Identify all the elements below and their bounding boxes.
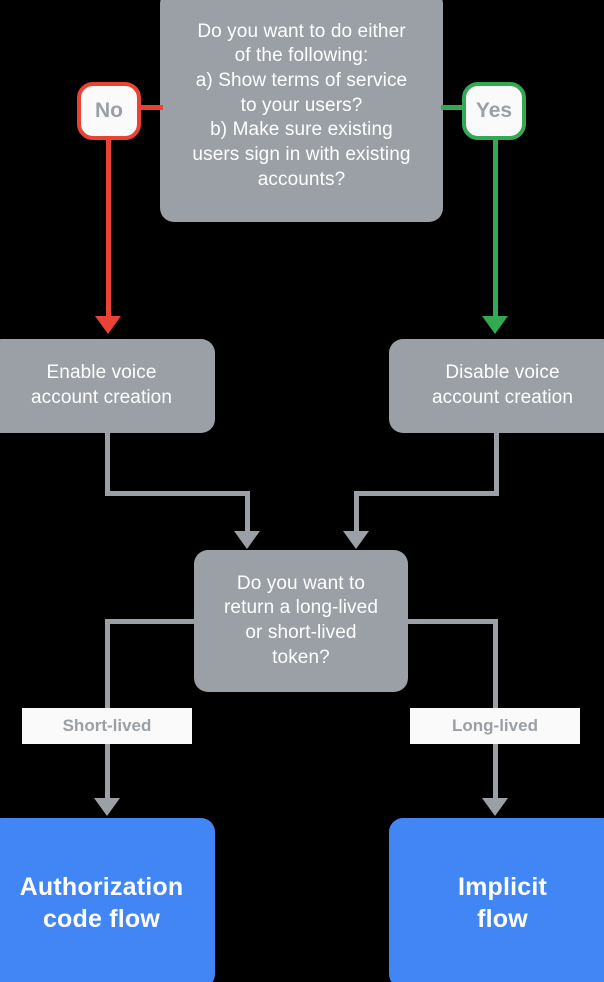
edge-merge-right-vertical <box>354 491 359 536</box>
edge-short-lived-arrowhead <box>94 798 120 816</box>
decision-node-token-lifetime: Do you want to return a long-lived or sh… <box>194 550 408 692</box>
edge-disable-horizontal <box>354 491 499 496</box>
edge-label-long-lived: Long-lived <box>410 708 580 744</box>
process-node-enable-voice-account-creation: Enable voice account creation <box>0 339 215 433</box>
edge-disable-vertical <box>494 433 499 495</box>
edge-merge-right-arrowhead <box>343 531 369 549</box>
edge-no-vertical <box>106 138 111 316</box>
edge-merge-left-vertical <box>245 491 250 536</box>
edge-yes-horizontal <box>441 105 463 110</box>
edge-yes-vertical <box>493 138 498 316</box>
edge-enable-horizontal <box>105 491 250 496</box>
edge-long-lived-arrowhead <box>482 798 508 816</box>
edge-label-no: No <box>77 82 141 140</box>
process-node-disable-voice-account-creation: Disable voice account creation <box>389 339 604 433</box>
edge-yes-arrowhead <box>482 316 508 334</box>
edge-merge-left-arrowhead <box>234 531 260 549</box>
outcome-node-authorization-code-flow: Authorization code flow <box>0 818 215 982</box>
decision-node-terms-of-service: Do you want to do either of the followin… <box>160 0 443 222</box>
edge-no-horizontal <box>141 105 163 110</box>
edge-label-short-lived: Short-lived <box>22 708 192 744</box>
edge-enable-vertical <box>105 433 110 495</box>
edge-label-yes: Yes <box>462 82 526 140</box>
edge-no-arrowhead <box>95 316 121 334</box>
edge-short-lived-horizontal <box>105 619 197 624</box>
edge-long-lived-horizontal <box>406 619 498 624</box>
outcome-node-implicit-flow: Implicit flow <box>389 818 604 982</box>
